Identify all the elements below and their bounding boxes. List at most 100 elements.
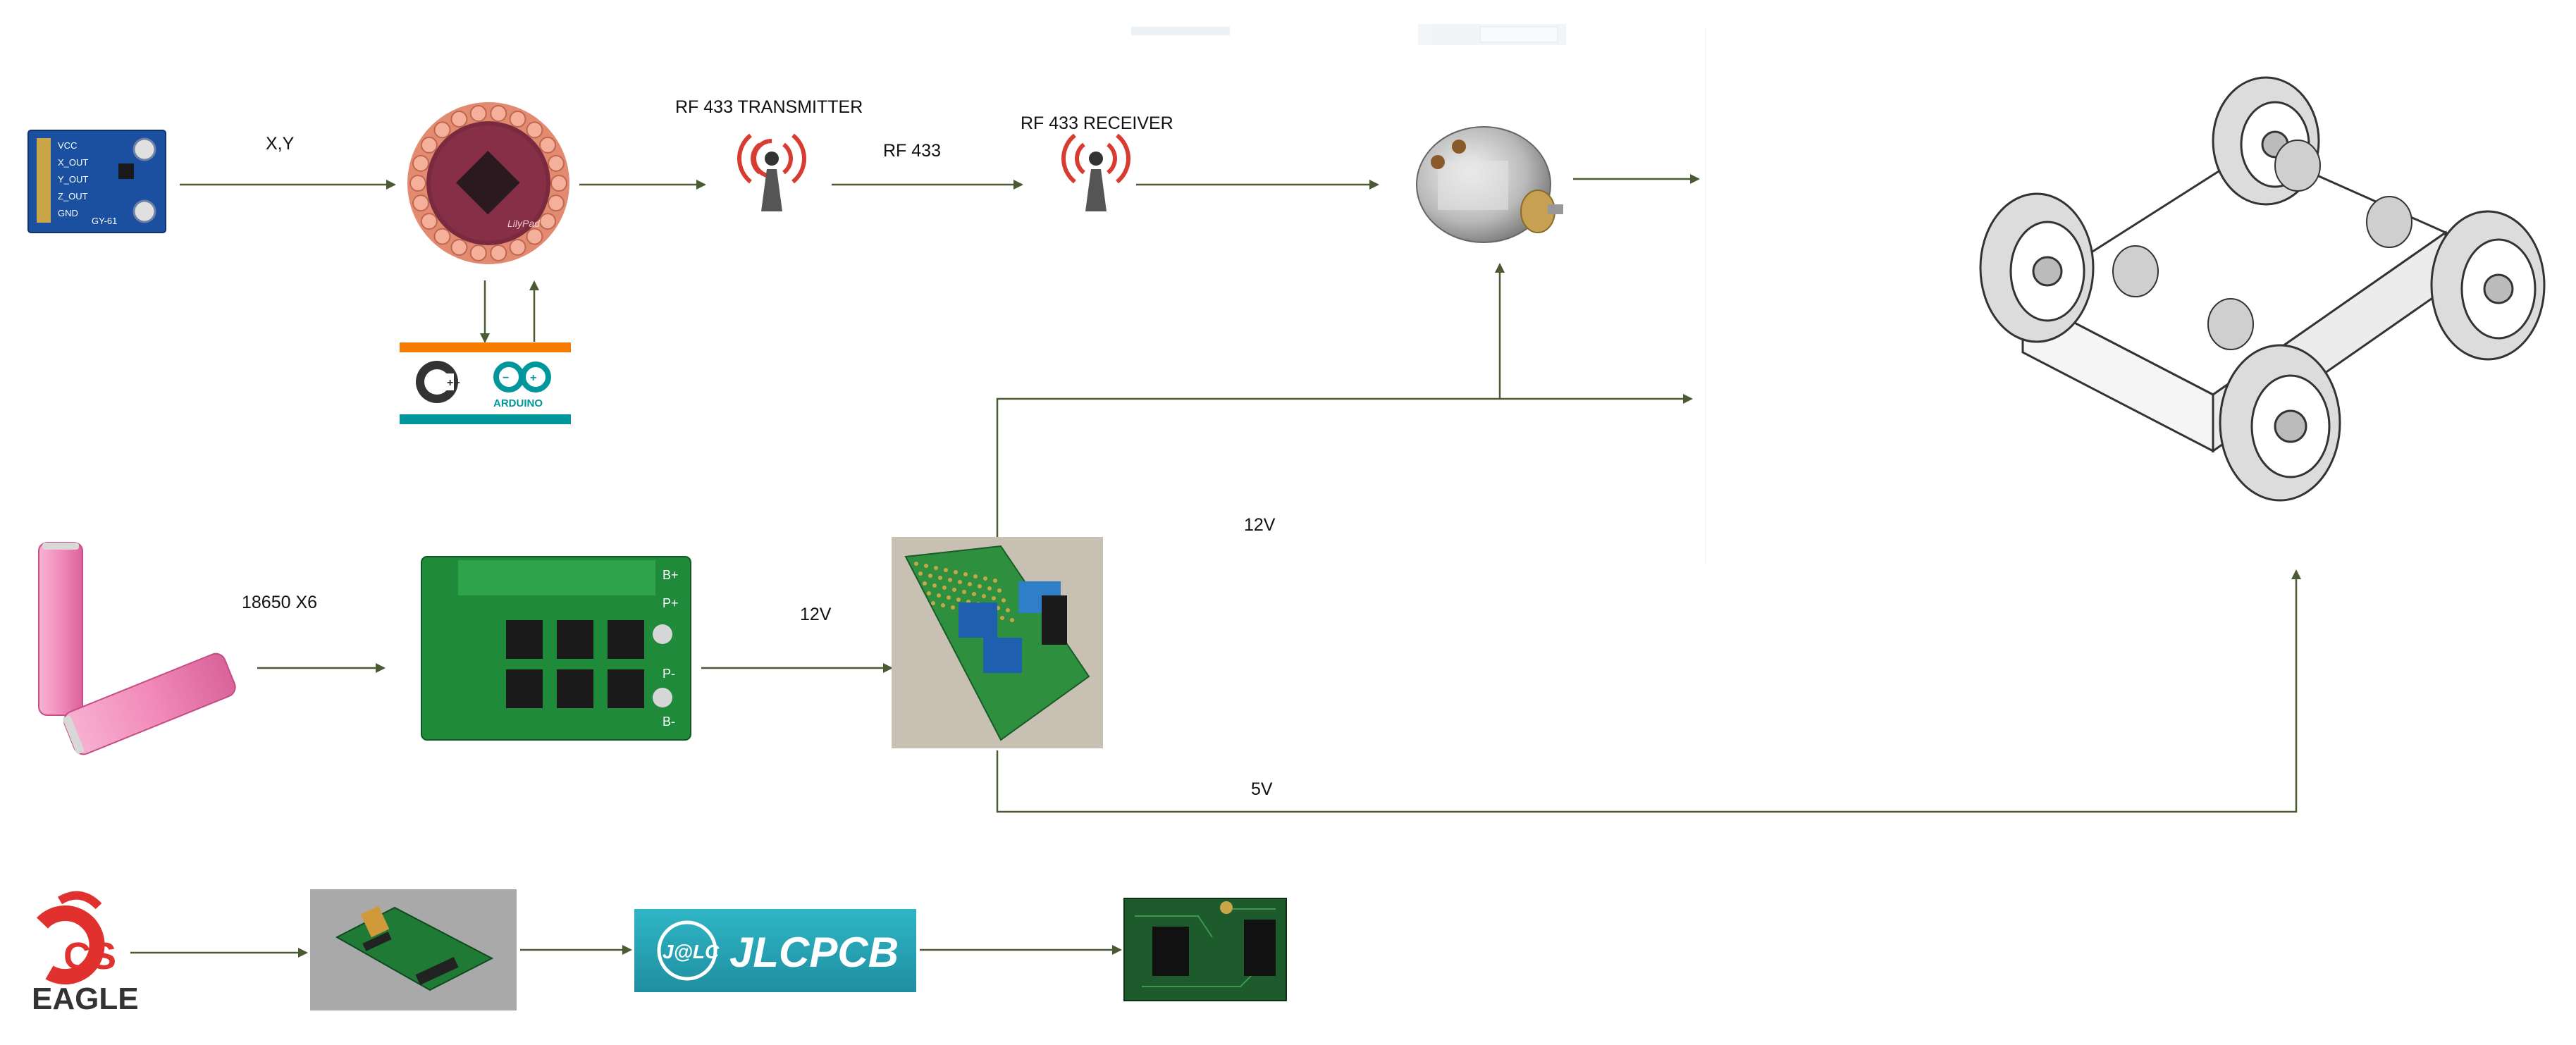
arrow-regulator-12v-to-rover	[996, 394, 1693, 537]
perfboard-hole	[972, 592, 976, 596]
perfboard-hole	[934, 566, 938, 570]
accelerometer-module: VCC X_OUT Y_OUT Z_OUT GND GY-61	[27, 130, 166, 233]
bms-b-plus: B+	[663, 568, 679, 582]
rover-chassis	[1979, 76, 2546, 502]
perfboard-hole	[993, 579, 997, 583]
lilypad-arduino: LilyPad	[407, 102, 569, 264]
rover-wheel-front-right	[2219, 344, 2341, 502]
perfboard-hole	[968, 582, 972, 586]
svg-text:+: +	[530, 372, 536, 384]
voltage-regulator-board	[892, 537, 1103, 748]
svg-text:−: −	[503, 372, 509, 384]
lilypad-pad	[550, 175, 567, 192]
perfboard-hole	[992, 596, 996, 600]
lilypad-pad	[433, 121, 451, 139]
lilypad-pad	[490, 105, 507, 123]
lilypad-pad	[433, 228, 451, 245]
lilypad-pad	[547, 194, 565, 212]
perfboard-hole	[1006, 608, 1010, 612]
rf-receiver-icon	[1061, 133, 1130, 211]
lilypad-pad	[420, 136, 438, 154]
bms-b-minus: B-	[663, 715, 675, 729]
lilypad-pad	[469, 105, 487, 123]
perfboard-hole	[951, 605, 955, 610]
sensor-pin-z: Z_OUT	[58, 191, 88, 202]
label-rf-433: RF 433	[883, 141, 941, 161]
perfboard-hole	[927, 591, 931, 595]
arduino-wordmark: ARDUINO	[493, 397, 543, 409]
arduino-infinity-icon	[493, 361, 551, 392]
label-12v-bms: 12V	[800, 605, 832, 624]
sensor-pin-vcc: VCC	[58, 140, 77, 151]
sensor-pin-y: Y_OUT	[58, 174, 88, 185]
perfboard-hole	[928, 574, 932, 578]
sensor-pin-gnd: GND	[58, 208, 78, 218]
perfboard-hole	[941, 603, 945, 607]
lilypad-pad	[509, 111, 526, 128]
eagle-cad-logo: CS EAGLE	[32, 891, 139, 1016]
eagle-cs-text: CS	[63, 935, 116, 977]
label-rf-receiver: RF 433 RECEIVER	[1021, 113, 1173, 133]
perfboard-hole	[997, 588, 1002, 593]
arduino-ide-logo: ++ − + ARDUINO	[400, 342, 571, 424]
sensor-pin-x: X_OUT	[58, 157, 88, 168]
lilypad-pad	[469, 244, 487, 261]
perfboard-hole	[987, 586, 992, 590]
perfboard-hole	[978, 584, 982, 588]
rover-motors	[2112, 140, 2412, 350]
dc-motor	[1416, 126, 1563, 243]
pcb-3d-model	[310, 889, 517, 1010]
label-xy: X,Y	[266, 134, 295, 154]
jlc-monogram: J@LC	[663, 941, 720, 963]
lilypad-pad	[526, 121, 543, 139]
battery-pack-18650	[38, 542, 236, 755]
top-edge-fragments	[1131, 24, 1706, 564]
connection-arrows	[130, 174, 2301, 958]
bms-board: B+ P+ P- B-	[421, 556, 691, 741]
perfboard-hole	[914, 562, 918, 566]
bms-p-plus: P+	[663, 596, 679, 610]
lilypad-pad	[450, 111, 468, 128]
perfboard-hole	[973, 574, 978, 579]
perfboard-hole	[948, 578, 952, 582]
lilypad-pad	[450, 238, 468, 256]
perfboard-hole	[1000, 616, 1004, 620]
perfboard-hole	[944, 568, 948, 572]
perfboard-hole	[958, 580, 962, 584]
rf-transmitter-icon	[737, 133, 806, 211]
arrow-regulator-5v-to-rover	[996, 569, 2301, 813]
lilypad-pad	[420, 213, 438, 230]
lilypad-pad	[412, 154, 430, 172]
lilypad-pad	[539, 136, 557, 154]
perfboard-hole	[947, 595, 951, 600]
lilypad-pad	[526, 228, 543, 245]
bms-p-minus: P-	[663, 667, 675, 681]
eagle-wordmark: EAGLE	[32, 982, 139, 1016]
jlcpcb-wordmark: JLCPCB	[729, 929, 899, 976]
svg-text:++: ++	[447, 377, 460, 389]
perfboard-hole	[937, 593, 941, 598]
sensor-model: GY-61	[92, 216, 117, 226]
svg-text:LilyPad: LilyPad	[507, 218, 541, 229]
lilypad-pad	[509, 238, 526, 256]
perfboard-hole	[1002, 598, 1006, 602]
perfboard-hole	[983, 576, 987, 581]
label-12v-motor: 12V	[1244, 515, 1276, 535]
finished-pcb	[1123, 898, 1287, 1001]
perfboard-hole	[918, 571, 923, 576]
perfboard-hole	[982, 594, 986, 598]
rover-wheel-front-left	[1979, 192, 2095, 343]
diagram-labels: X,Y RF 433 TRANSMITTER RF 433 RF 433 REC…	[242, 97, 1276, 799]
perfboard-hole	[931, 601, 935, 605]
perfboard-hole	[942, 586, 947, 590]
perfboard-hole	[932, 583, 937, 588]
perfboard-hole	[924, 564, 928, 568]
rover-wheel-rear-right	[2430, 210, 2546, 361]
lilypad-pad	[409, 175, 426, 192]
lilypad-pad	[547, 154, 565, 172]
jlcpcb-logo: J@LC JLCPCB	[634, 909, 916, 992]
lilypad-pad	[490, 244, 507, 261]
lilypad-pad	[539, 213, 557, 230]
perfboard-hole	[963, 572, 968, 576]
